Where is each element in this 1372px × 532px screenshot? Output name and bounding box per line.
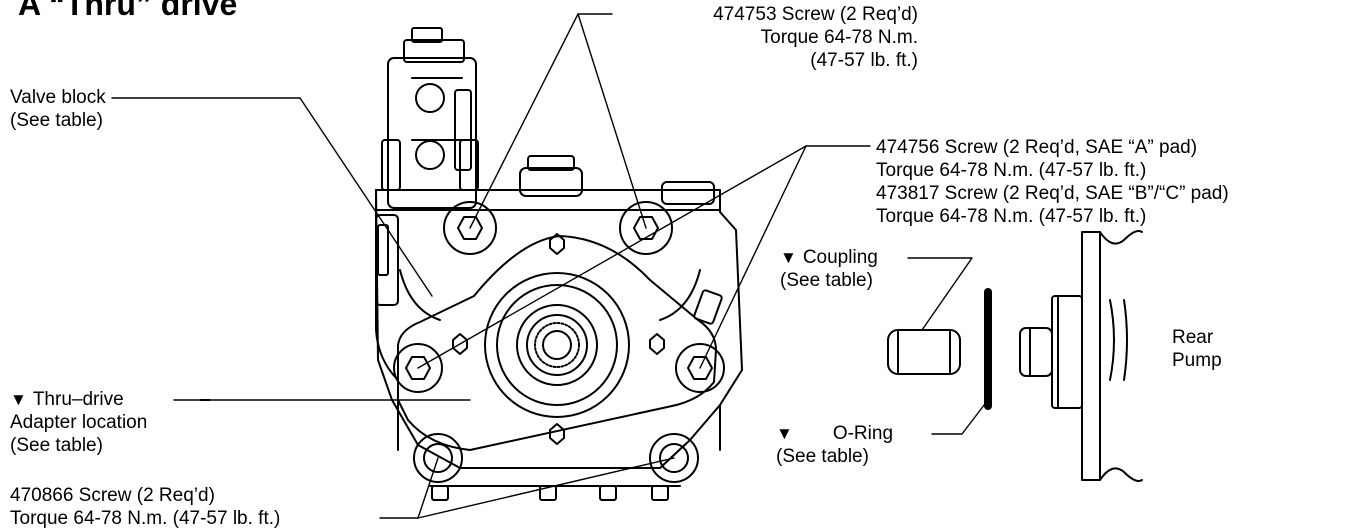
marker-icon: ▼	[10, 390, 27, 409]
valve-block-callout: Valve block (See table)	[10, 87, 106, 131]
callout-lines	[111, 13, 989, 519]
pad-screw-callout: 474756 Screw (2 Req’d, SAE “A” pad) Torq…	[876, 137, 1229, 227]
thru-drive-callout: ▼Thru–drive Adapter location (See table)	[10, 389, 148, 456]
adapter-pilot	[484, 272, 630, 418]
screw-bottom-callout: 470866 Screw (2 Req’d) Torque 64-78 N.m.…	[10, 485, 281, 529]
marker-icon: ▼	[776, 424, 793, 443]
diagram-title: A “Thru” drive	[18, 0, 238, 22]
marker-icon: ▼	[780, 248, 797, 267]
o-ring-part	[984, 288, 992, 410]
screw-top-callout: 474753 Screw (2 Req’d) Torque 64-78 N.m.…	[713, 4, 918, 71]
coupling-callout: ▼Coupling (See table)	[780, 247, 878, 291]
o-ring-callout: ▼O-Ring (See table)	[776, 423, 894, 467]
coupling-part	[887, 329, 961, 375]
valve-block	[381, 27, 479, 209]
rear-pump-part	[1019, 230, 1143, 482]
rear-pump-label: Rear Pump	[1172, 327, 1222, 371]
